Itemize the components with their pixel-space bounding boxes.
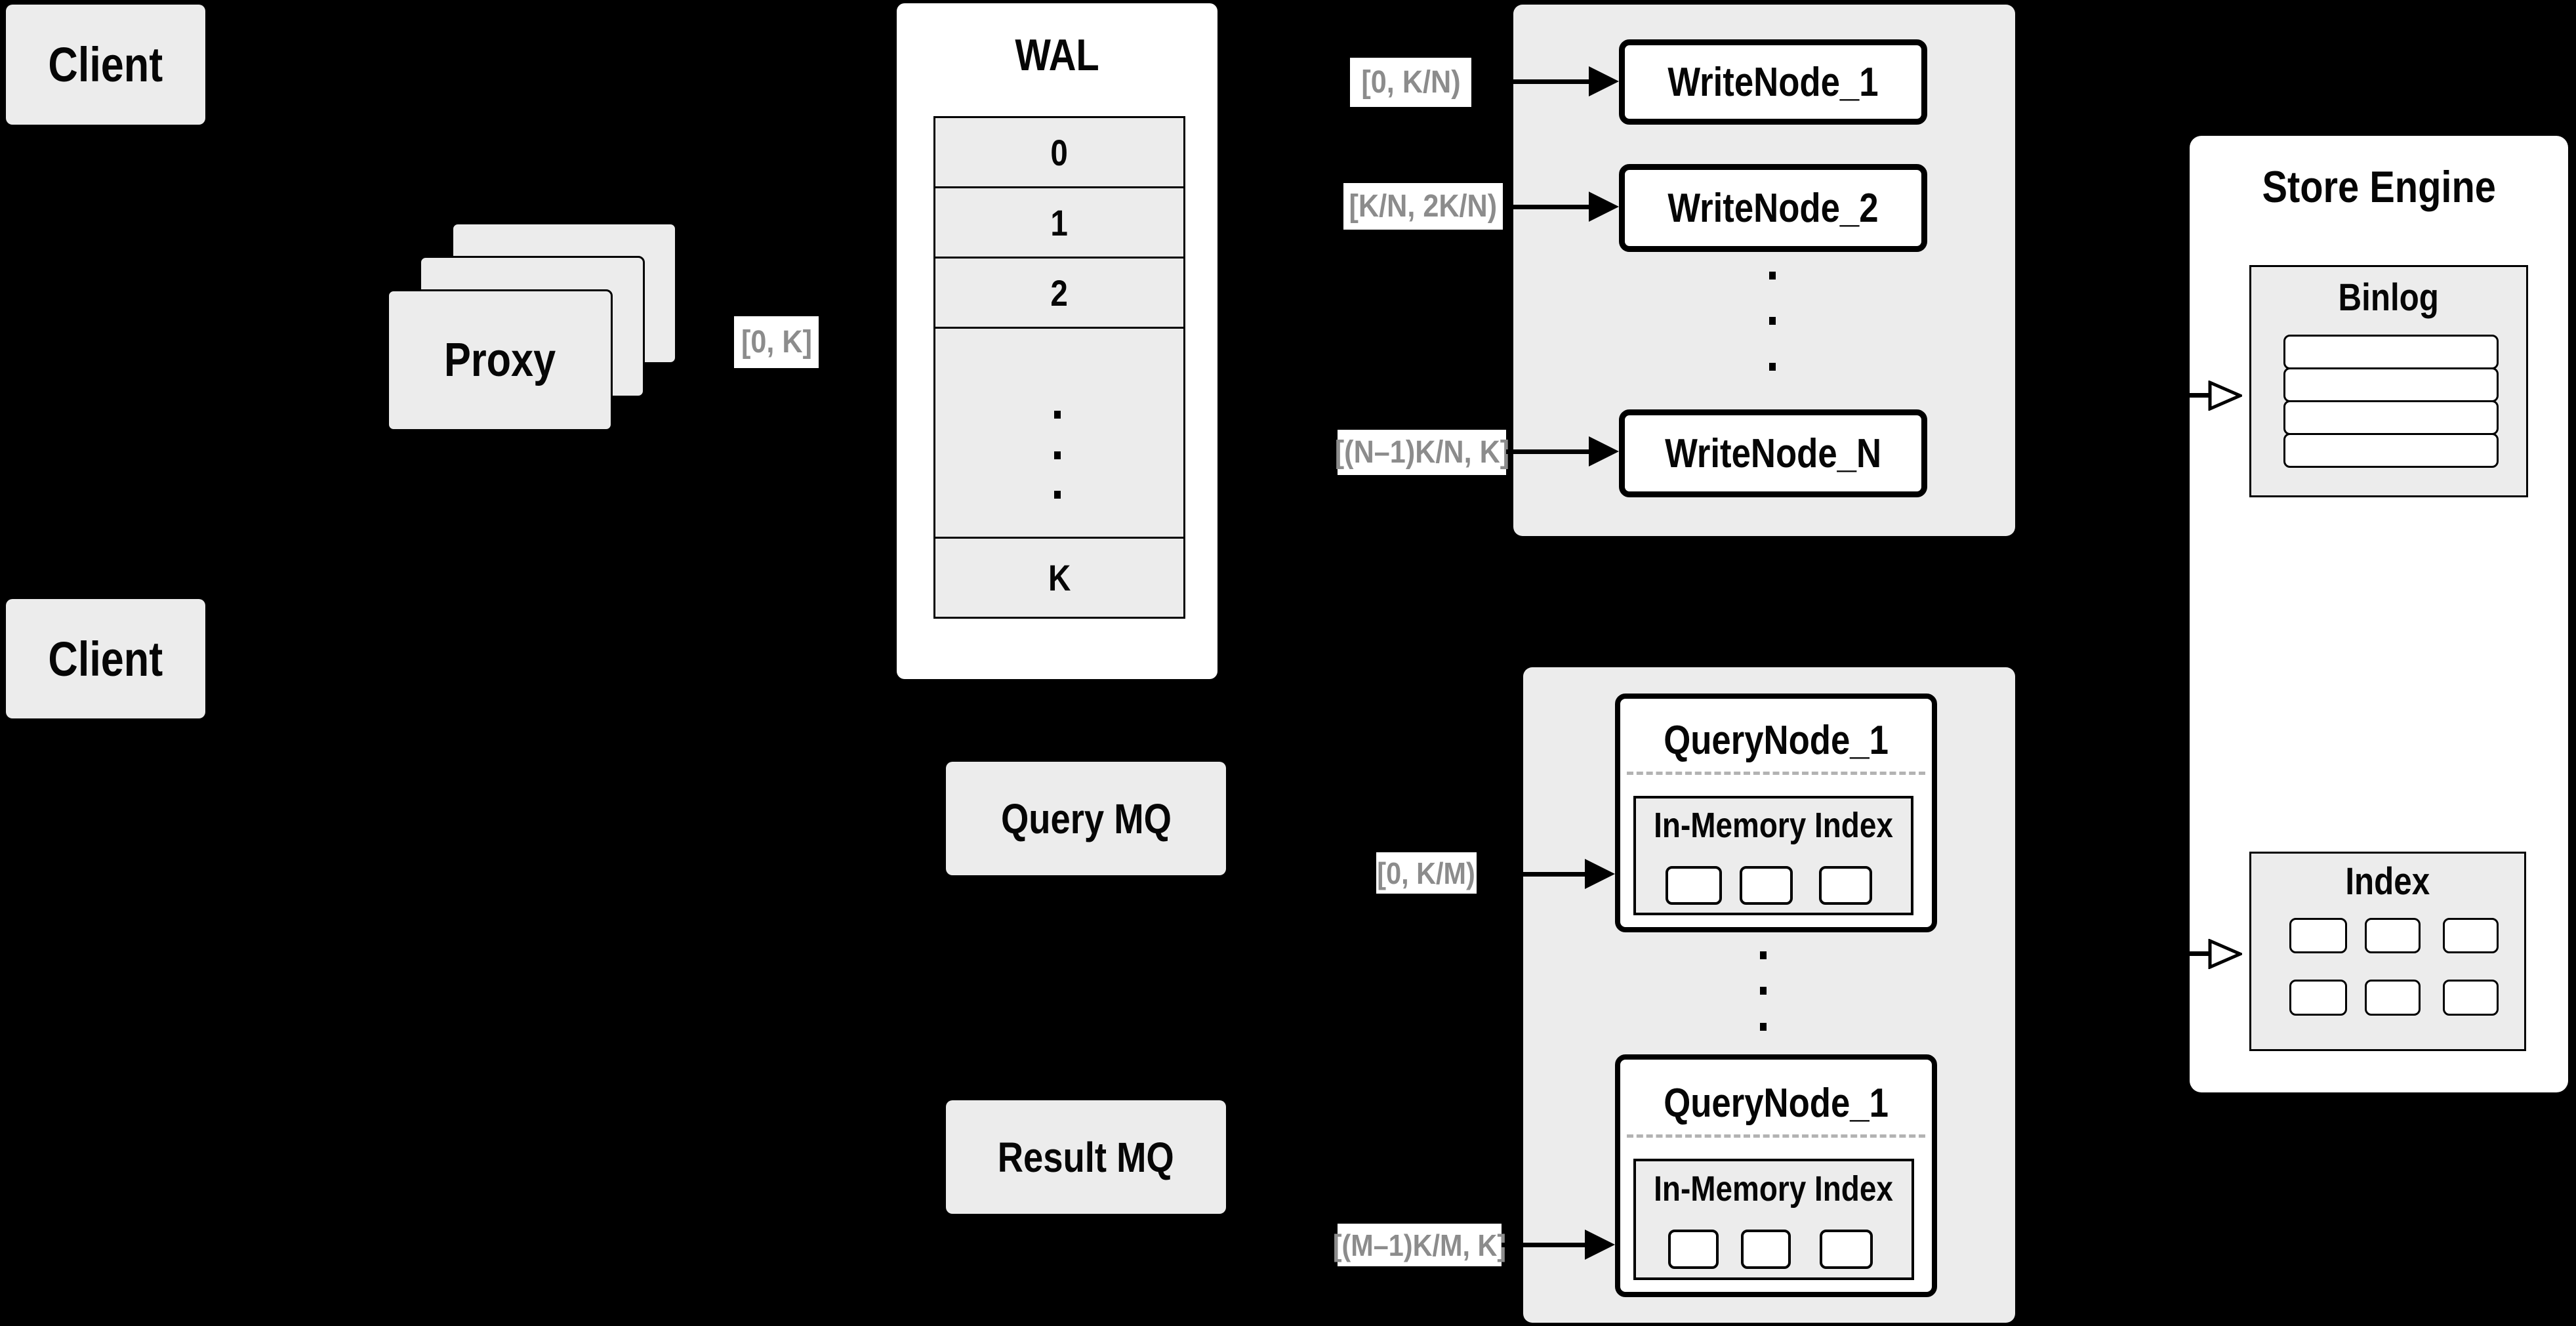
index-square [2443,980,2499,1016]
result-mq-box: Result MQ [946,1100,1226,1214]
wal-row: K [935,539,1183,617]
arrowhead-icon [1585,859,1615,889]
write-node-2-box: WriteNode_2 [1619,164,1927,252]
wal-title: WAL [1015,30,1099,80]
segment-square [1666,866,1722,905]
ellipsis-dot [1760,951,1767,959]
index-square [2443,918,2499,953]
arrow-to-binlog [2145,393,2211,398]
range-label-write-node-2: [K/N, 2K/N) [1343,183,1503,230]
binlog-row [2283,367,2499,402]
range-label-write-node-1: [0, K/N) [1350,58,1471,107]
client-bottom-label: Client [48,631,163,686]
store-engine-title: Store Engine [2262,162,2496,212]
ellipsis-dot [1769,317,1776,325]
wal-row: 2 [935,259,1183,329]
binlog-row [2283,400,2499,435]
arrowhead-icon [1589,66,1619,96]
wal-table: 0 1 2 K [933,116,1185,619]
client-box-top: Client [6,5,205,125]
proxy-card-front: Proxy [387,289,613,431]
wal-row: 1 [935,188,1183,259]
index-square [2365,980,2421,1016]
open-arrowhead-icon [2208,381,2242,411]
ellipsis-dot [1054,411,1061,419]
binlog-row [2283,433,2499,468]
arrow-to-write-node-n [1506,449,1590,454]
dashed-divider [1627,772,1925,775]
arrow-to-write-node-1 [1471,79,1591,84]
open-arrowhead-icon [2208,939,2242,969]
index-title: Index [2345,860,2430,903]
ellipsis-dot [1769,272,1776,280]
index-square [2365,918,2421,953]
proxy-label: Proxy [443,334,556,386]
arrow-to-write-node-2 [1503,205,1590,209]
client-top-label: Client [48,37,163,92]
segment-square [1819,866,1872,905]
binlog-rows [2283,335,2499,468]
arrow-to-index [2145,951,2211,956]
dashed-divider [1627,1134,1925,1138]
arrow-to-query-node-top [1477,872,1585,877]
client-box-bottom: Client [6,599,205,718]
query-node-top-title: QueryNode_1 [1664,717,1889,763]
index-square [2289,918,2347,953]
ellipsis-dot [1054,491,1061,499]
ellipsis-dot [1760,1023,1767,1031]
segment-square [1820,1230,1873,1269]
segment-square [1740,866,1793,905]
wal-row: 0 [935,118,1183,188]
ellipsis-dot [1760,987,1767,995]
range-label-write-node-n: [(N–1)K/N, K] [1334,430,1509,475]
arrowhead-icon [1585,1230,1615,1260]
arrow-to-query-node-bottom [1502,1243,1585,1247]
in-memory-index-title: In-Memory Index [1654,1169,1894,1209]
query-mq-box: Query MQ [946,762,1226,875]
binlog-row [2283,335,2499,369]
ellipsis-dot [1054,451,1061,459]
index-square [2289,980,2347,1016]
range-label-query-node-top: [0, K/M) [1376,852,1477,894]
segment-square [1741,1230,1791,1269]
arrowhead-icon [1589,192,1619,222]
arrowhead-icon [1589,436,1619,466]
write-node-1-box: WriteNode_1 [1619,39,1927,125]
write-node-n-box: WriteNode_N [1619,409,1927,497]
in-memory-index-title: In-Memory Index [1654,806,1893,845]
query-node-bottom-title: QueryNode_1 [1664,1080,1889,1126]
wal-row-ellipsis [935,329,1183,539]
ellipsis-dot [1769,363,1776,371]
range-label-query-node-bottom: [(M–1)K/M, K] [1333,1224,1506,1266]
range-label-proxy-to-wal: [0, K] [734,316,819,368]
binlog-title: Binlog [2338,276,2440,319]
segment-square [1668,1230,1719,1269]
